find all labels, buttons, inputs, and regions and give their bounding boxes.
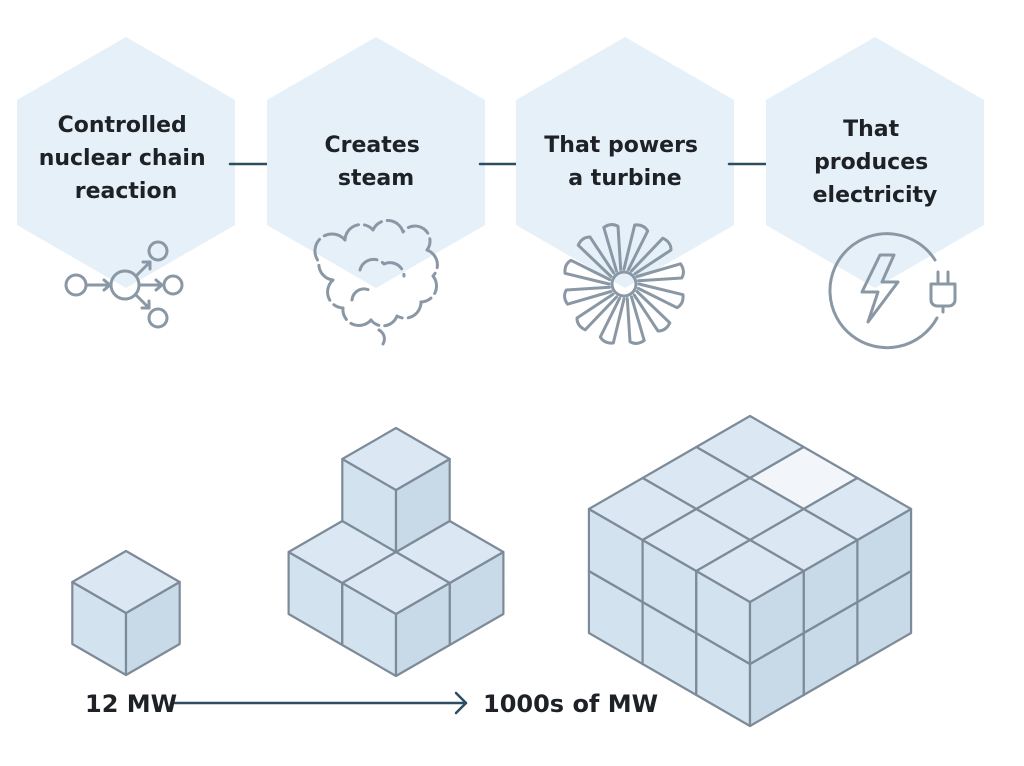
scale-to-label: 1000s of MW (483, 690, 658, 718)
cube-top-face (695, 538, 805, 604)
step-steam-line-1: Creates (325, 133, 420, 158)
turbine-blade (563, 285, 613, 306)
step-electricity-label: That produces electricity (813, 117, 938, 208)
steam-cloud-icon (313, 219, 439, 346)
step-reaction-label: Controlled nuclear chain reaction (39, 113, 214, 204)
turbine-blade (625, 295, 646, 345)
turbine-icon (563, 223, 685, 345)
turbine-blade (635, 262, 685, 283)
step-reaction: Controlled nuclear chain reaction (17, 37, 235, 329)
step-steam: Creates steam (267, 37, 485, 346)
step-turbine-label: That powers a turbine (544, 133, 705, 191)
hexagon-steam (267, 37, 485, 288)
step-reaction-line-2: nuclear chain (39, 146, 206, 171)
cube-top-face (341, 550, 451, 616)
step-electricity-line-1: That (843, 117, 900, 142)
cube-top-face (71, 549, 181, 615)
electricity-plug-icon (828, 232, 957, 350)
scale-arrow (173, 691, 468, 715)
step-reaction-line-3: reaction (75, 179, 178, 204)
step-electricity-line-2: produces (814, 150, 928, 175)
hexagon-turbine (516, 37, 734, 288)
turbine-blade (632, 290, 672, 333)
step-reaction-line-1: Controlled (58, 113, 187, 138)
turbine-blade (622, 223, 650, 272)
step-turbine: That powers a turbine (516, 37, 734, 345)
step-steam-label: Creates steam (325, 133, 428, 191)
hexagon-reaction (17, 37, 235, 288)
step-steam-line-2: steam (338, 166, 414, 191)
cube (341, 426, 451, 554)
chain-reaction-icon (64, 240, 184, 329)
step-turbine-line-2: a turbine (568, 166, 681, 191)
turbine-blade (576, 235, 616, 278)
turbine-blade (636, 282, 685, 310)
cube (695, 538, 805, 666)
step-turbine-line-1: That powers (544, 133, 698, 158)
step-electricity: That produces electricity (766, 37, 984, 350)
scale-from-label: 12 MW (85, 690, 177, 718)
hexagon-electricity (766, 37, 984, 288)
turbine-blade (563, 258, 612, 286)
turbine-blade (630, 236, 673, 276)
step-electricity-line-3: electricity (813, 183, 938, 208)
turbine-blade (602, 223, 623, 273)
cube (71, 549, 181, 677)
turbine-blade (575, 292, 618, 332)
scale-cubes (71, 414, 913, 728)
cube (341, 550, 451, 678)
turbine-blade (598, 296, 626, 345)
cube-top-face (341, 426, 451, 492)
